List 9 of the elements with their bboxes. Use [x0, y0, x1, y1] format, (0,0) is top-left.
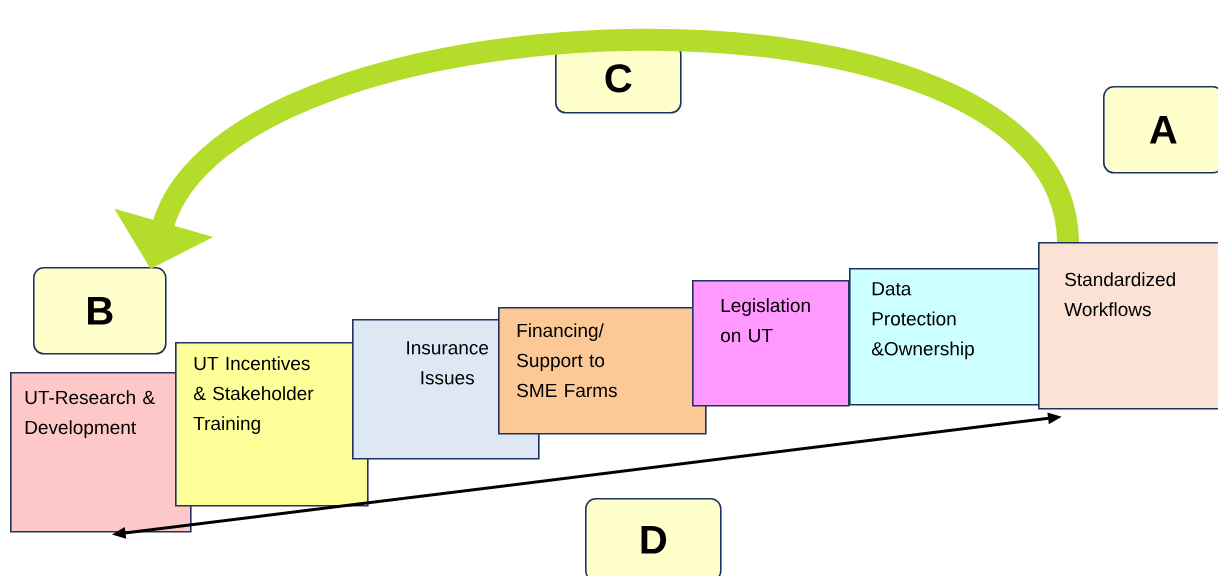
- step-box: Standardized Workflows: [1038, 242, 1218, 410]
- step-box: Financing/ Support to SME Farms: [498, 307, 707, 435]
- step-box: UT Incentives & Stakeholder Training: [175, 342, 369, 507]
- letter-box: B: [33, 267, 167, 355]
- step-box: Legislation on UT: [692, 280, 850, 407]
- letter-box: D: [585, 498, 722, 576]
- letter-box: A: [1103, 86, 1218, 174]
- step-box: Data Protection &Ownership: [849, 268, 1046, 406]
- step-box: UT-Research & Development: [10, 372, 192, 533]
